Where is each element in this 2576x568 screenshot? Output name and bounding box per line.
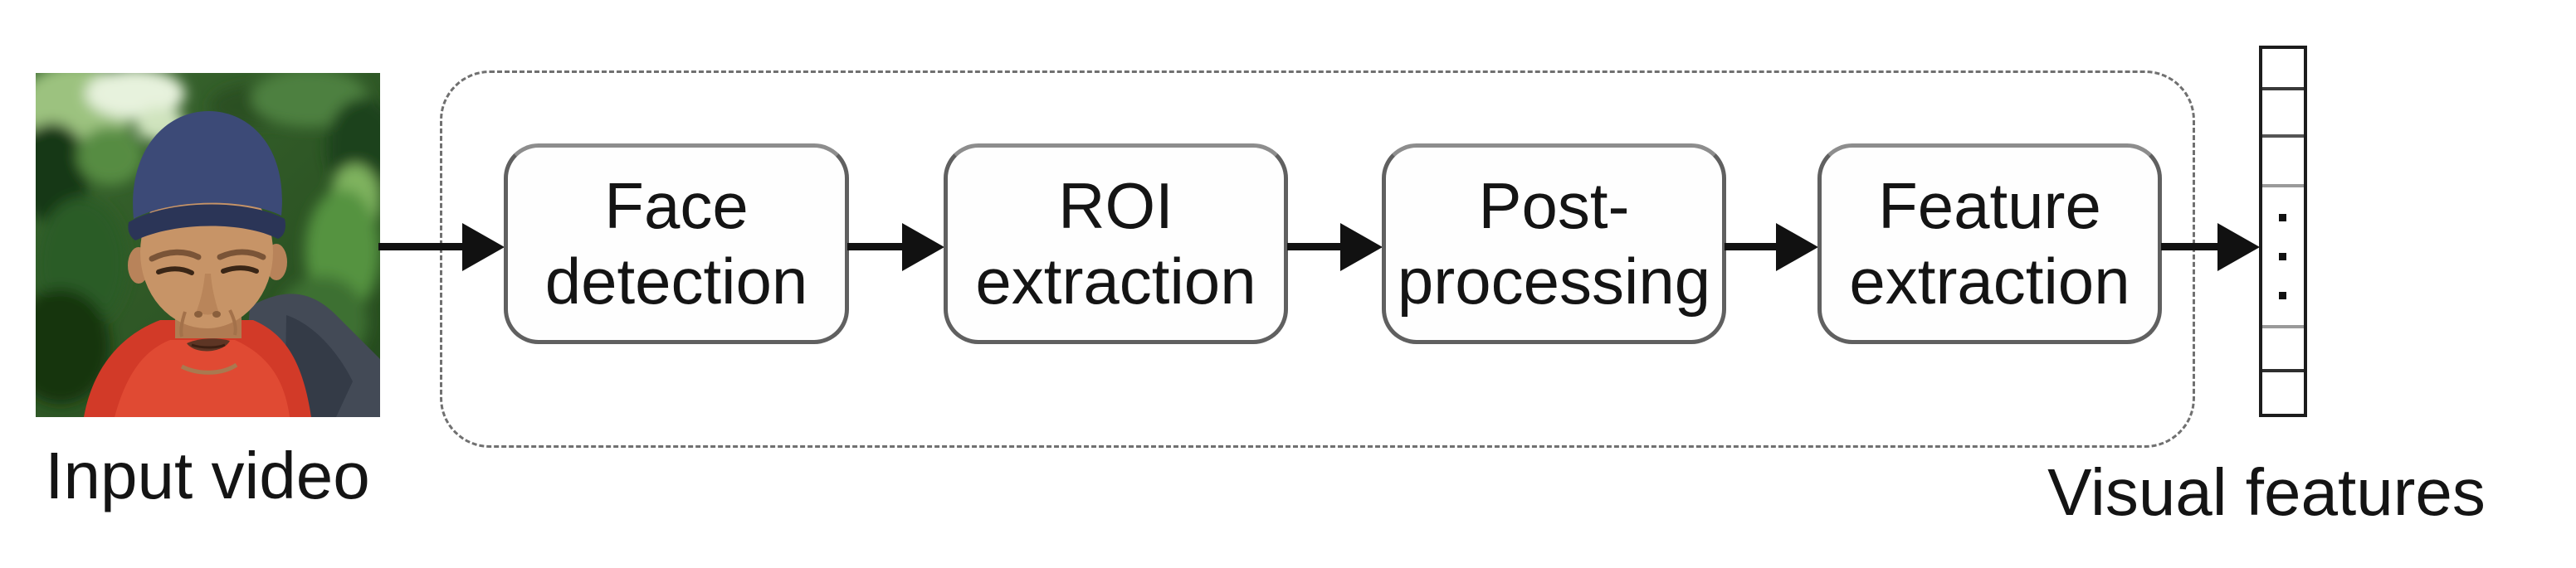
arrow-feature-to-vector-head (2217, 223, 2260, 271)
stage-label-line: detection (544, 245, 808, 318)
arrow-roi-to-post-head (1340, 223, 1383, 271)
visual-features-label: Visual features (2047, 455, 2486, 529)
stage-box-post-processing: Post- processing (1382, 143, 1726, 344)
stage-box-roi-extraction: ROI extraction (944, 143, 1288, 344)
input-video-label: Input video (45, 439, 370, 512)
arrow-roi-to-post-shaft (1287, 243, 1342, 250)
arrow-post-to-feature-shaft (1725, 243, 1778, 250)
stage-label-line: Feature (1878, 168, 2101, 242)
feature-vector-column (2259, 46, 2307, 417)
vector-cell-divider (2262, 134, 2304, 138)
vector-cell-divider (2262, 184, 2304, 187)
stage-label-line: processing (1397, 245, 1711, 318)
stage-box-feature-extraction: Feature extraction (1817, 143, 2162, 344)
man-portrait (84, 111, 380, 417)
vertical-ellipsis-dot (2279, 214, 2286, 221)
arrow-face-to-roi-head (902, 223, 944, 271)
vector-cell-divider (2262, 325, 2304, 328)
vector-cell-divider (2262, 87, 2304, 90)
arrow-input-to-face-head (462, 223, 505, 271)
stage-label-line: Face (604, 168, 749, 242)
stage-label-line: extraction (975, 245, 1256, 318)
stage-label-line: Post- (1478, 168, 1630, 242)
vertical-ellipsis-dot (2279, 253, 2286, 260)
arrow-post-to-feature-head (1776, 223, 1818, 271)
vector-cell-divider (2262, 369, 2304, 372)
pipeline-dashed-container (440, 70, 2195, 448)
stage-label-line: ROI (1058, 168, 1173, 242)
vertical-ellipsis-dot (2279, 292, 2286, 299)
input-video-thumbnail (36, 73, 380, 417)
arrow-feature-to-vector-shaft (2161, 243, 2219, 250)
arrow-input-to-face-shaft (378, 243, 463, 250)
stage-label-line: extraction (1849, 245, 2130, 318)
stage-box-face-detection: Face detection (504, 143, 849, 344)
arrow-face-to-roi-shaft (847, 243, 904, 250)
